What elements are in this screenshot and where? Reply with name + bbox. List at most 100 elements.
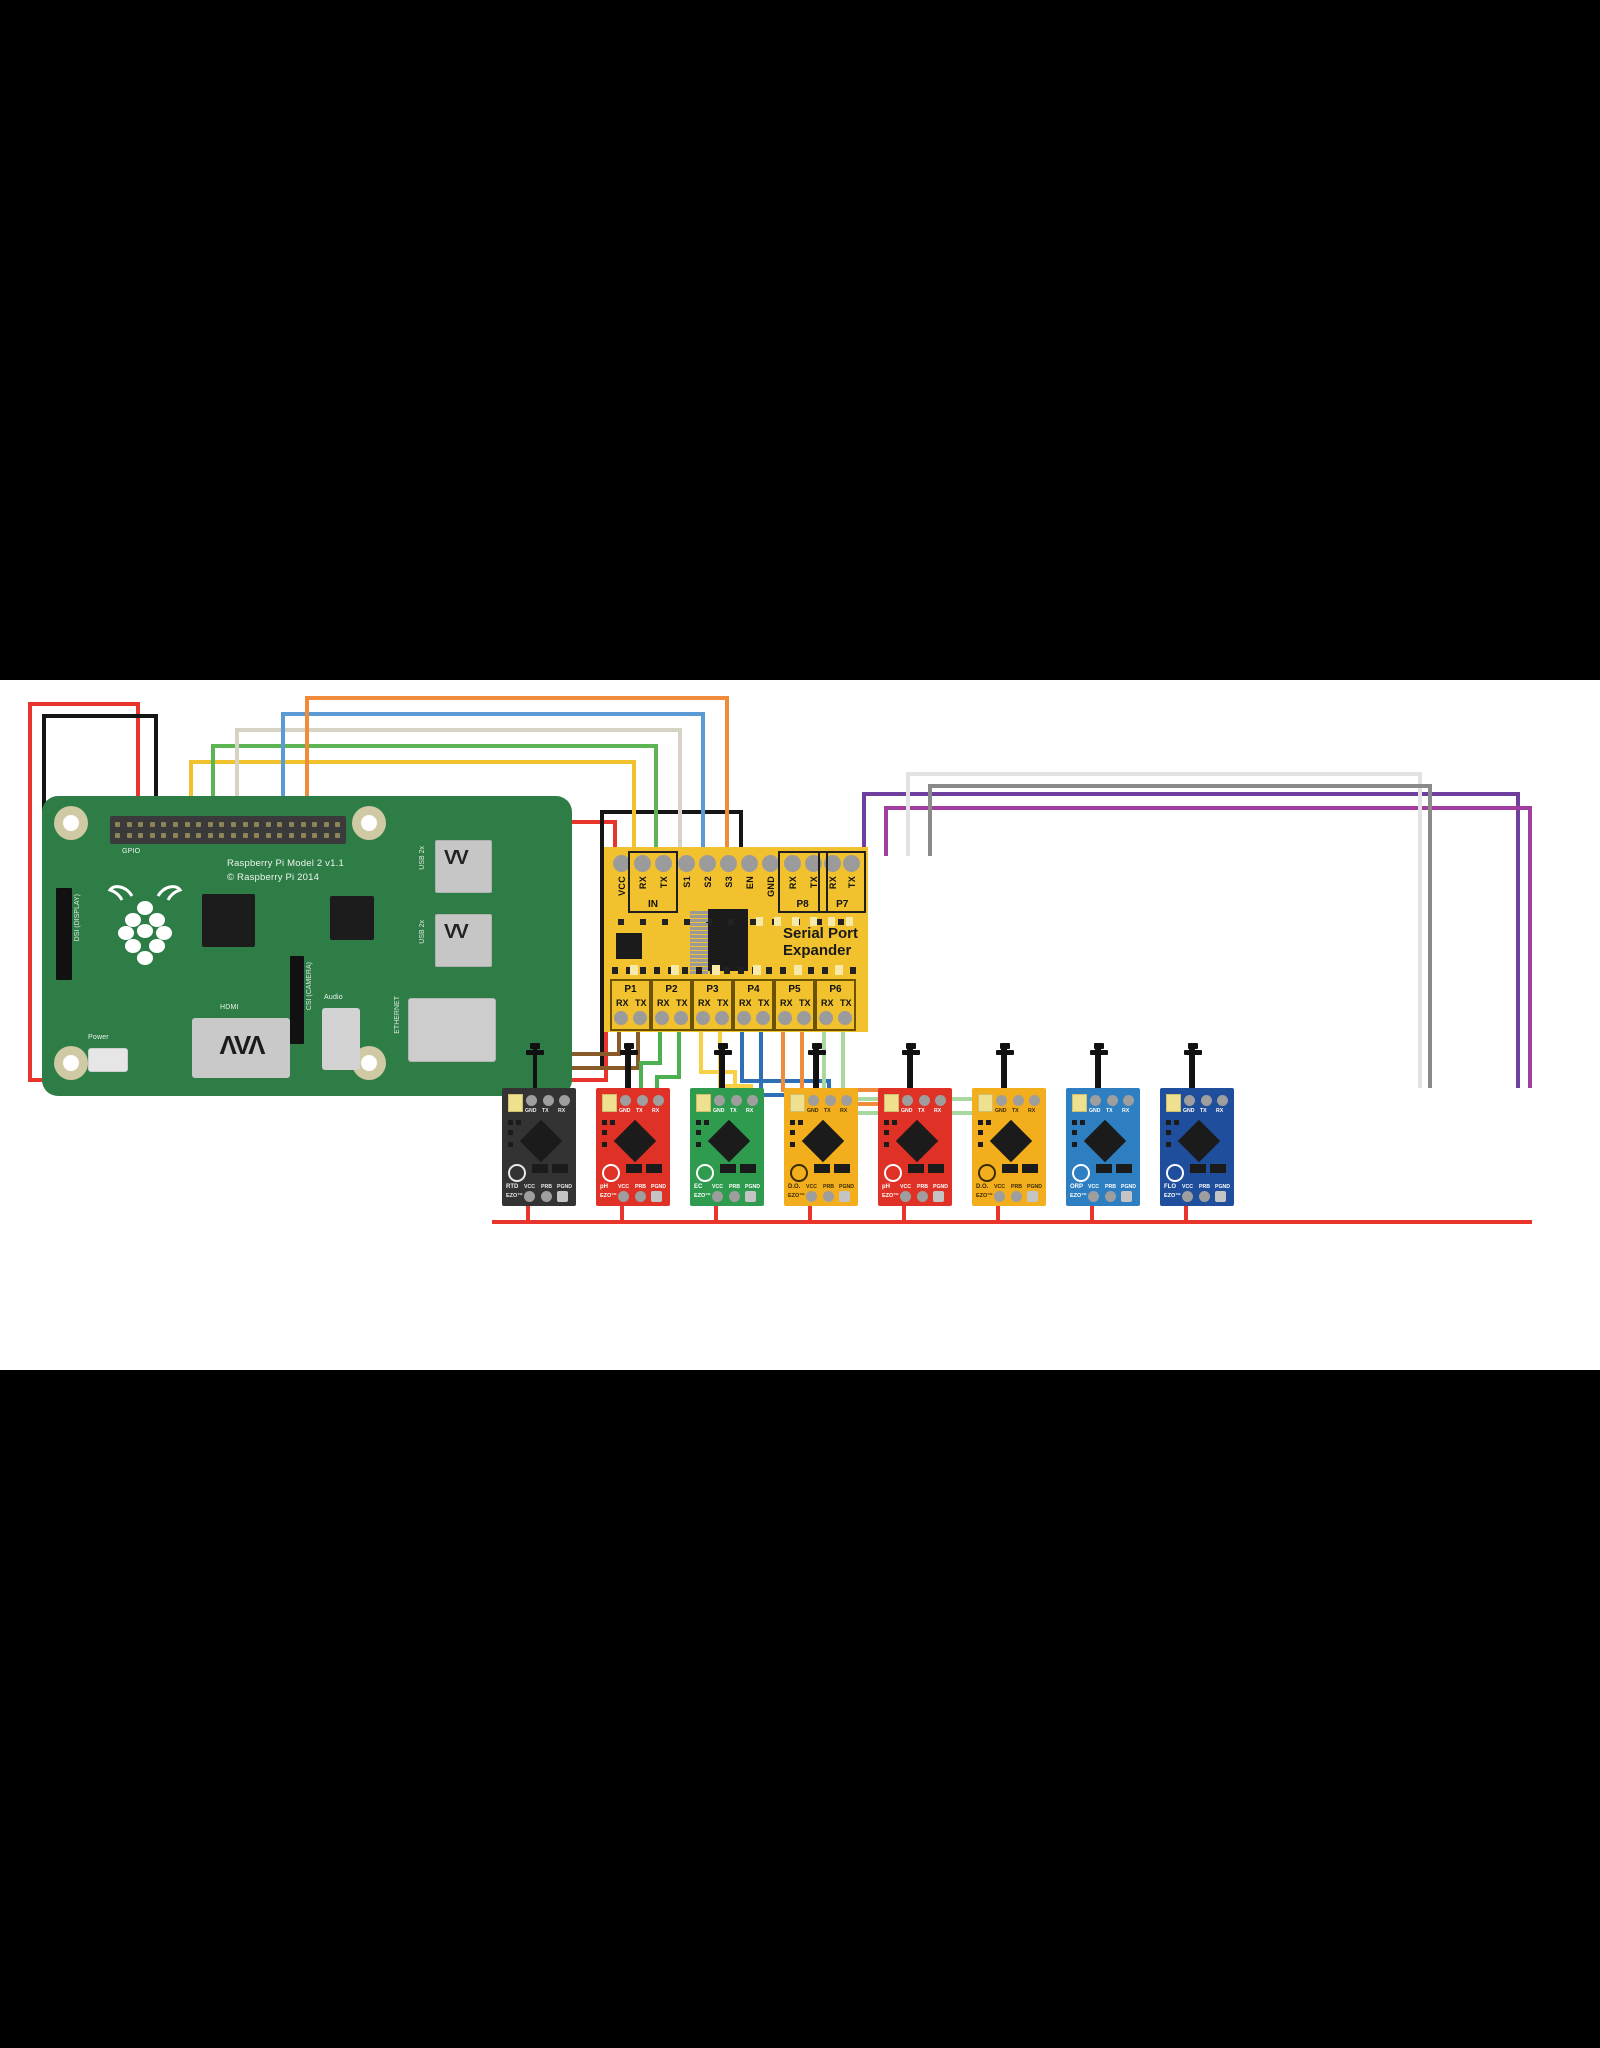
expander-port-tx-pad[interactable] xyxy=(797,1011,811,1025)
gpio-pin[interactable] xyxy=(161,822,167,827)
gpio-pin[interactable] xyxy=(196,822,202,827)
ezo-top-pin-gnd[interactable] xyxy=(808,1095,819,1106)
expander-port-rx-pad[interactable] xyxy=(614,1011,628,1025)
ezo-bottom-pin-vcc[interactable] xyxy=(1088,1191,1099,1202)
ezo-top-pin-tx[interactable] xyxy=(731,1095,742,1106)
probe-terminal[interactable] xyxy=(790,1094,805,1112)
ezo-top-pin-tx[interactable] xyxy=(637,1095,648,1106)
ezo-bottom-pin-pgnd[interactable] xyxy=(933,1191,944,1202)
ezo-bottom-pin-prb[interactable] xyxy=(1199,1191,1210,1202)
csi-connector[interactable] xyxy=(290,956,304,1044)
ezo-top-pin-gnd[interactable] xyxy=(902,1095,913,1106)
ezo-top-pin-tx[interactable] xyxy=(543,1095,554,1106)
ezo-bottom-pin-pgnd[interactable] xyxy=(651,1191,662,1202)
gpio-pin[interactable] xyxy=(335,822,341,827)
ezo-top-pin-rx[interactable] xyxy=(841,1095,852,1106)
gpio-pin[interactable] xyxy=(242,822,248,827)
expander-port-tx-pad[interactable] xyxy=(838,1011,852,1025)
expander-pad-rx-1[interactable] xyxy=(633,855,651,872)
ezo-bottom-pin-vcc[interactable] xyxy=(806,1191,817,1202)
ezo-bottom-pin-vcc[interactable] xyxy=(994,1191,1005,1202)
gpio-pin[interactable] xyxy=(126,833,132,838)
gpio-pin[interactable] xyxy=(265,822,271,827)
ezo-top-pin-gnd[interactable] xyxy=(996,1095,1007,1106)
gpio-pin[interactable] xyxy=(254,822,260,827)
gpio-pin[interactable] xyxy=(277,833,283,838)
ezo-bottom-pin-pgnd[interactable] xyxy=(745,1191,756,1202)
ezo-bottom-pin-prb[interactable] xyxy=(1105,1191,1116,1202)
probe-terminal[interactable] xyxy=(1072,1094,1087,1112)
gpio-pin[interactable] xyxy=(323,833,329,838)
expander-pad-s2-4[interactable] xyxy=(699,855,717,872)
expander-pad-tx-11[interactable] xyxy=(843,855,861,872)
probe-terminal[interactable] xyxy=(884,1094,899,1112)
ezo-top-pin-rx[interactable] xyxy=(559,1095,570,1106)
raspberry-pi-board[interactable]: GPIO Raspberry Pi Model 2 v1.1 © Raspber… xyxy=(42,796,572,1096)
ezo-top-pin-gnd[interactable] xyxy=(1090,1095,1101,1106)
expander-pad-en[interactable] xyxy=(741,855,759,872)
expander-pad-vcc-0[interactable] xyxy=(612,855,630,872)
ezo-bottom-pin-pgnd[interactable] xyxy=(1121,1191,1132,1202)
ezo-bottom-pin-prb[interactable] xyxy=(541,1191,552,1202)
expander-port-rx-pad[interactable] xyxy=(655,1011,669,1025)
gpio-pin[interactable] xyxy=(231,833,236,838)
usb-port-bottom[interactable]: VV xyxy=(435,914,492,967)
expander-port-rx-pad[interactable] xyxy=(778,1011,792,1025)
gpio-pin[interactable] xyxy=(138,833,144,838)
gpio-pin[interactable] xyxy=(184,833,190,838)
ezo-bottom-pin-pgnd[interactable] xyxy=(839,1191,850,1202)
gpio-pin[interactable] xyxy=(231,822,236,827)
ezo-top-pin-gnd[interactable] xyxy=(620,1095,631,1106)
gpio-pin[interactable] xyxy=(323,822,329,827)
ezo-top-pin-rx[interactable] xyxy=(747,1095,758,1106)
ezo-bottom-pin-pgnd[interactable] xyxy=(1215,1191,1226,1202)
ezo-top-pin-tx[interactable] xyxy=(1013,1095,1024,1106)
gpio-header[interactable] xyxy=(110,816,346,844)
gpio-pin[interactable] xyxy=(138,822,144,827)
audio-jack[interactable] xyxy=(322,1008,360,1070)
ezo-bottom-pin-prb[interactable] xyxy=(1011,1191,1022,1202)
expander-pad-rx-10[interactable] xyxy=(824,855,841,872)
ezo-top-pin-gnd[interactable] xyxy=(714,1095,725,1106)
ezo-top-pin-rx[interactable] xyxy=(1029,1095,1040,1106)
ezo-top-pin-tx[interactable] xyxy=(1201,1095,1212,1106)
gpio-pin[interactable] xyxy=(173,833,178,838)
usb-port-top[interactable]: VV xyxy=(435,840,492,893)
expander-port-tx-pad[interactable] xyxy=(674,1011,688,1025)
gpio-pin[interactable] xyxy=(312,822,318,827)
ezo-top-pin-gnd[interactable] xyxy=(1184,1095,1195,1106)
gpio-pin[interactable] xyxy=(115,833,120,838)
expander-port-tx-pad[interactable] xyxy=(633,1011,647,1025)
gpio-pin[interactable] xyxy=(277,822,283,827)
ezo-bottom-pin-pgnd[interactable] xyxy=(1027,1191,1038,1202)
gpio-pin[interactable] xyxy=(115,822,120,827)
ezo-bottom-pin-pgnd[interactable] xyxy=(557,1191,568,1202)
ezo-top-pin-rx[interactable] xyxy=(1217,1095,1228,1106)
gpio-pin[interactable] xyxy=(300,822,306,827)
ezo-top-pin-tx[interactable] xyxy=(1107,1095,1118,1106)
probe-terminal[interactable] xyxy=(508,1094,523,1112)
ezo-bottom-pin-vcc[interactable] xyxy=(618,1191,629,1202)
expander-port-rx-pad[interactable] xyxy=(819,1011,833,1025)
gpio-pin[interactable] xyxy=(242,833,248,838)
expander-pad-gnd-7[interactable] xyxy=(762,855,780,872)
ezo-top-pin-tx[interactable] xyxy=(919,1095,930,1106)
ezo-top-pin-rx[interactable] xyxy=(1123,1095,1134,1106)
gpio-pin[interactable] xyxy=(289,822,294,827)
expander-port-tx-pad[interactable] xyxy=(715,1011,729,1025)
gpio-pin[interactable] xyxy=(184,822,190,827)
expander-port-tx-pad[interactable] xyxy=(756,1011,770,1025)
expander-port-rx-pad[interactable] xyxy=(737,1011,751,1025)
gpio-pin[interactable] xyxy=(289,833,294,838)
gpio-pin[interactable] xyxy=(300,833,306,838)
ezo-bottom-pin-prb[interactable] xyxy=(823,1191,834,1202)
